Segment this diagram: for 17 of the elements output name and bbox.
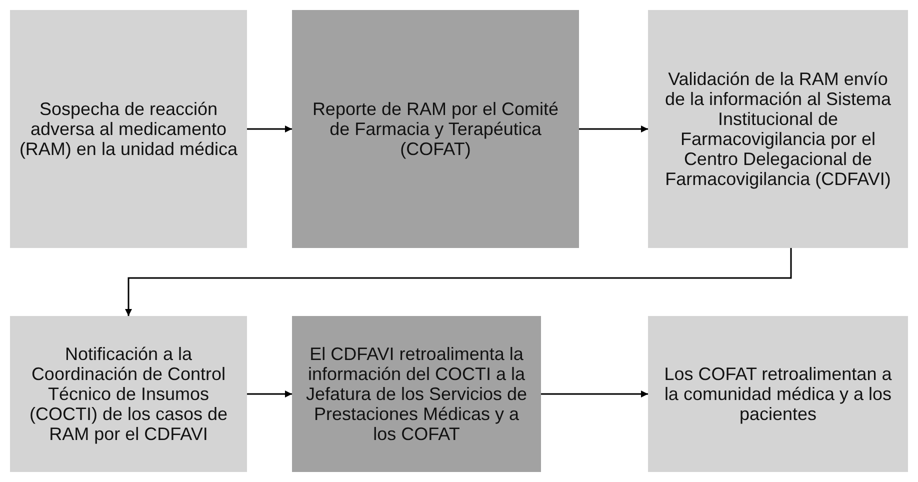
box-text: Los COFAT retroalimentan a la comunidad médica y a los pacientes	[663, 364, 893, 424]
box-text: Validación de la RAM envío de la información al Sistema Institucional de Farmacovigilancia por el Centro Delegacional de Farmacovigilancia (CDFAVI)	[664, 68, 892, 190]
arrow	[125, 248, 792, 316]
box-text: El CDFAVI retroalimenta la información del COCTI a la Jefatura de los Servicios de Prestaciones Médicas y a los COFAT	[304, 344, 528, 444]
process-box	[292, 316, 541, 472]
arrow	[247, 390, 292, 398]
arrow	[541, 390, 648, 398]
process-box	[10, 316, 247, 472]
process-box	[292, 10, 579, 248]
arrow	[579, 126, 648, 132]
arrow	[247, 126, 292, 132]
process-box	[648, 10, 908, 248]
process-box	[648, 316, 908, 472]
process-box	[10, 10, 247, 248]
box-text: Notificación a la Coordinación de Control Técnico de Insumos (COCTI) de los casos de RAM por el CDFAVI	[28, 344, 229, 444]
box-text: Reporte de RAM por el Comité de Farmacia y Terapéutica (COFAT)	[311, 98, 560, 160]
box-text: Sospecha de reacción adversa al medicamento (RAM) en la unidad médica	[18, 98, 239, 160]
